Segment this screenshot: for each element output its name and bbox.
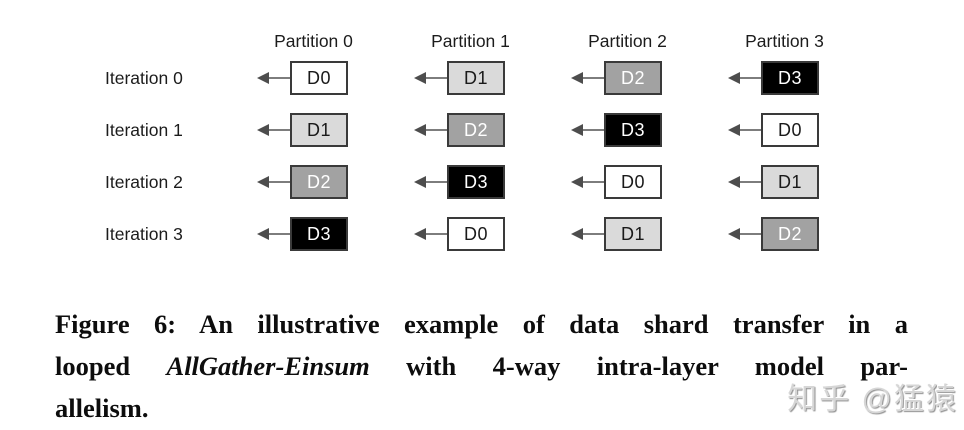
shard-cell: D1	[564, 217, 721, 251]
shard-box: D2	[761, 217, 819, 251]
shard-box: D0	[604, 165, 662, 199]
caption-line-1: Figure 6: An illustrative example of dat…	[55, 309, 908, 339]
watermark: 知乎 @猛猿	[787, 383, 958, 416]
left-arrow-icon	[728, 228, 761, 240]
left-arrow-icon	[414, 124, 447, 136]
left-arrow-icon	[571, 228, 604, 240]
iteration-row-3: Iteration 3 D3 D0 D1 D2	[0, 208, 964, 260]
shard-box: D3	[290, 217, 348, 251]
partition-header-1: Partition 1	[431, 31, 510, 51]
allgather-diagram: Partition 0 Partition 1 Partition 2 Part…	[0, 0, 964, 260]
iteration-label: Iteration 2	[105, 171, 183, 192]
iteration-row-1: Iteration 1 D1 D2 D3 D0	[0, 104, 964, 156]
left-arrow-icon	[414, 176, 447, 188]
shard-cell: D1	[250, 113, 407, 147]
left-arrow-icon	[257, 228, 290, 240]
shard-box: D2	[290, 165, 348, 199]
shard-box: D0	[447, 217, 505, 251]
iteration-row-0: Iteration 0 D0 D1 D2 D3	[0, 52, 964, 104]
shard-cell: D0	[721, 113, 878, 147]
shard-cell: D0	[250, 61, 407, 95]
left-arrow-icon	[414, 228, 447, 240]
shard-box: D3	[447, 165, 505, 199]
left-arrow-icon	[257, 124, 290, 136]
caption-line-2: looped AllGather-Einsum with 4-way intra…	[55, 345, 908, 387]
caption-line-3: allelism.	[55, 393, 149, 423]
figure-caption: Figure 6: An illustrative example of dat…	[55, 303, 908, 429]
shard-box: D1	[447, 61, 505, 95]
iteration-label: Iteration 0	[105, 67, 183, 88]
partition-header-2: Partition 2	[588, 31, 667, 51]
left-arrow-icon	[414, 72, 447, 84]
iteration-row-2: Iteration 2 D2 D3 D0 D1	[0, 156, 964, 208]
shard-cell: D3	[564, 113, 721, 147]
iteration-label: Iteration 1	[105, 119, 183, 140]
partition-header-row: Partition 0 Partition 1 Partition 2 Part…	[0, 0, 964, 52]
shard-box: D1	[761, 165, 819, 199]
left-arrow-icon	[571, 72, 604, 84]
shard-cell: D3	[721, 61, 878, 95]
partition-header-0: Partition 0	[274, 31, 353, 51]
shard-cell: D1	[407, 61, 564, 95]
shard-cell: D2	[250, 165, 407, 199]
left-arrow-icon	[257, 176, 290, 188]
iteration-label: Iteration 3	[105, 223, 183, 244]
shard-box: D1	[604, 217, 662, 251]
left-arrow-icon	[257, 72, 290, 84]
shard-box: D0	[761, 113, 819, 147]
shard-box: D1	[290, 113, 348, 147]
shard-cell: D0	[407, 217, 564, 251]
shard-cell: D2	[721, 217, 878, 251]
shard-cell: D2	[564, 61, 721, 95]
left-arrow-icon	[728, 124, 761, 136]
shard-cell: D3	[407, 165, 564, 199]
shard-box: D3	[761, 61, 819, 95]
partition-header-3: Partition 3	[745, 31, 824, 51]
shard-box: D2	[447, 113, 505, 147]
shard-cell: D3	[250, 217, 407, 251]
left-arrow-icon	[728, 72, 761, 84]
caption-italic-term: AllGather-Einsum	[166, 351, 370, 381]
shard-cell: D1	[721, 165, 878, 199]
shard-box: D2	[604, 61, 662, 95]
left-arrow-icon	[571, 124, 604, 136]
shard-cell: D2	[407, 113, 564, 147]
shard-cell: D0	[564, 165, 721, 199]
caption-text: with 4-way intra-layer model par-	[369, 351, 908, 381]
shard-box: D0	[290, 61, 348, 95]
caption-text: looped	[55, 351, 167, 381]
left-arrow-icon	[571, 176, 604, 188]
left-arrow-icon	[728, 176, 761, 188]
shard-box: D3	[604, 113, 662, 147]
